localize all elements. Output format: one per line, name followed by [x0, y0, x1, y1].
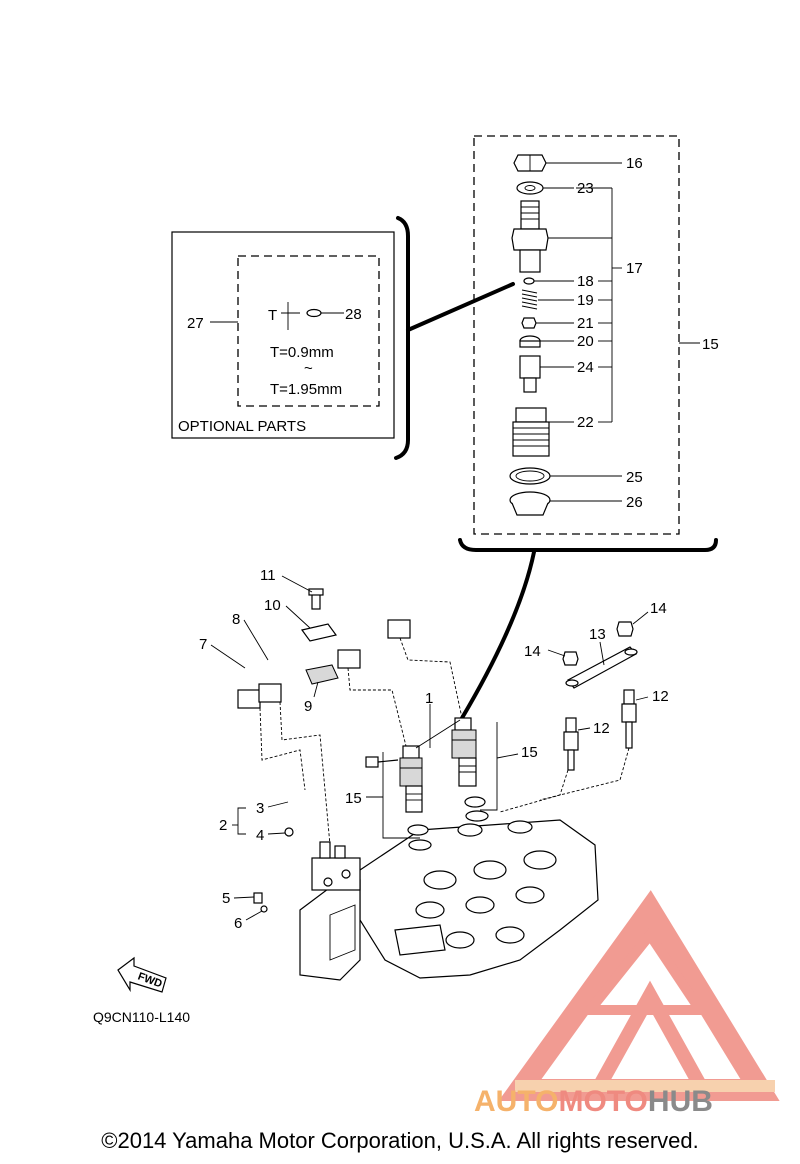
drawing-code: Q9CN110-L140 — [93, 1009, 190, 1025]
fwd-arrow: FWD — [117, 956, 167, 993]
optional-parts-label: OPTIONAL PARTS — [178, 418, 306, 435]
callout-17: 17 — [626, 260, 643, 277]
callout-1: 1 — [425, 690, 433, 707]
callout-12-right: 12 — [652, 688, 669, 705]
copyright-notice: ©2014 Yamaha Motor Corporation, U.S.A. A… — [101, 1128, 699, 1153]
watermark-text-hub: HUB — [648, 1085, 713, 1118]
callout-7: 7 — [199, 636, 207, 653]
watermark-text-moto: MOTO — [558, 1085, 647, 1118]
nozzle-exploded-box: 16 23 17 18 19 — [458, 135, 719, 720]
callout-27: 27 — [187, 315, 204, 332]
callout-28: 28 — [345, 306, 362, 323]
callout-21: 21 — [577, 315, 594, 332]
callout-18: 18 — [577, 273, 594, 290]
callout-15-top: 15 — [702, 336, 719, 353]
callout-13: 13 — [589, 626, 606, 643]
optional-parts-box: OPTIONAL PARTS 27 T 28 T=0.9mm ~ T=1.95m… — [171, 216, 515, 460]
watermark-text: AUTOMOTOHUB — [474, 1085, 713, 1118]
callout-15-right: 15 — [521, 744, 538, 761]
callout-3: 3 — [256, 800, 264, 817]
shim-28 — [306, 308, 322, 318]
callout-14-right: 14 — [650, 600, 667, 617]
callout-8: 8 — [232, 611, 240, 628]
callout-2: 2 — [219, 817, 227, 834]
watermark-text-auto: AUTO — [474, 1085, 558, 1118]
engine-assembly: 1 15 15 12 12 — [199, 567, 669, 981]
callout-14-left: 14 — [524, 643, 541, 660]
callout-9: 9 — [304, 698, 312, 715]
thickness-min: T=0.9mm — [270, 344, 334, 361]
watermark-logo — [498, 890, 780, 1101]
callout-10: 10 — [264, 597, 281, 614]
callout-11: 11 — [260, 567, 276, 584]
callout-26: 26 — [626, 494, 643, 511]
callout-25: 25 — [626, 469, 643, 486]
callout-20: 20 — [577, 333, 594, 350]
callout-12-left: 12 — [593, 720, 610, 737]
callout-15-left: 15 — [345, 790, 362, 807]
thickness-tilde: ~ — [304, 360, 313, 377]
callout-19: 19 — [577, 292, 594, 309]
callout-22: 22 — [577, 414, 594, 431]
callout-24: 24 — [577, 359, 594, 376]
callout-5: 5 — [222, 890, 230, 907]
callout-16: 16 — [626, 155, 643, 172]
thickness-max: T=1.95mm — [270, 381, 342, 398]
callout-23: 23 — [577, 180, 594, 197]
thickness-symbol: T — [268, 307, 277, 324]
callout-4: 4 — [256, 827, 264, 844]
callout-6: 6 — [234, 915, 242, 932]
